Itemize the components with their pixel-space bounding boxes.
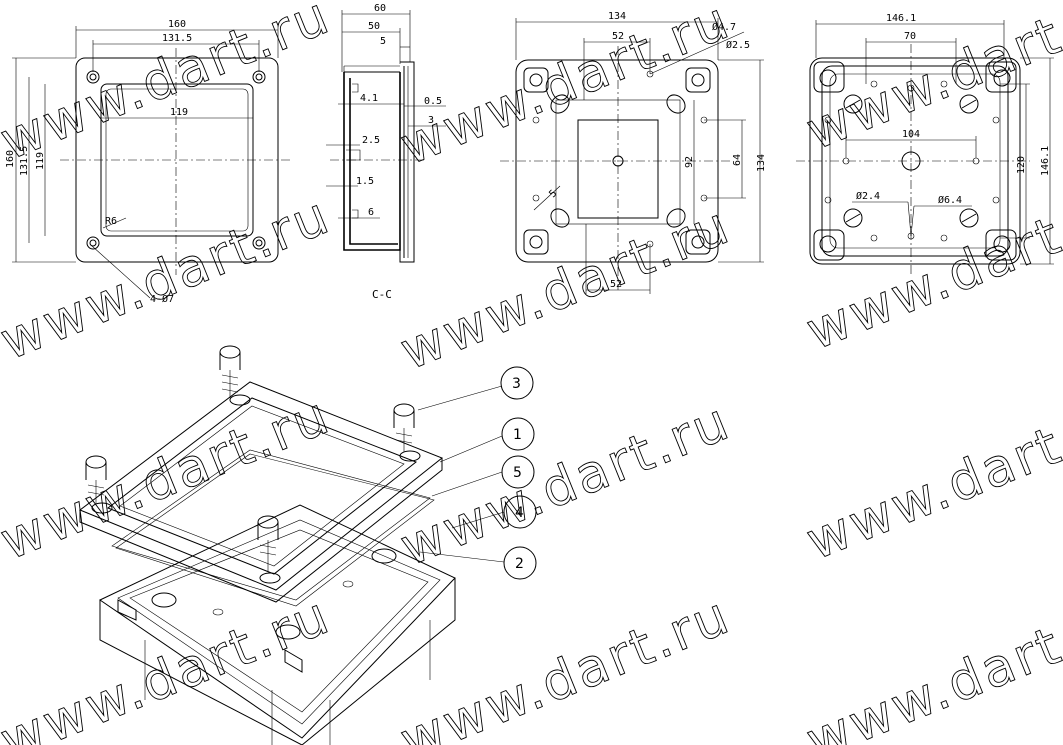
interior-view: 146.1 70 104 120 146.1 Ø2.4 Ø6.4 [796, 13, 1054, 275]
dim-lid-height-outer: 160 [5, 150, 16, 168]
dim-lid-height-window: 119 [35, 152, 46, 170]
balloon-2-label: 2 [515, 556, 524, 572]
base-slots [550, 94, 686, 228]
watermark-10: www.dart.ru [0, 585, 339, 745]
dim-section-d5: 1.5 [356, 176, 374, 187]
exploded-isometric-view: 3 1 5 4 2 [78, 345, 537, 745]
section-title: C-C [372, 288, 392, 301]
balloon-1-label: 1 [513, 427, 522, 443]
balloon-1 [501, 417, 535, 451]
dim-section-lid: 5 [380, 36, 386, 47]
front-view-lid: 160 131.5 119 160 131.5 119 R6 4-Ø7 [5, 19, 292, 305]
dim-base-h-pitch: 64 [732, 154, 743, 166]
dim-lid-hole-size: 4-Ø7 [150, 293, 174, 305]
balloon-5 [501, 455, 535, 489]
watermark-4: www.dart.ru [0, 185, 339, 372]
dim-lid-width-holes: 131.5 [162, 33, 192, 44]
callout-balloons: 3 1 5 4 2 [417, 366, 537, 580]
dim-lid-width-outer: 160 [168, 19, 186, 30]
watermark-5: www.dart.ru [392, 195, 739, 382]
dim-section-d2: 0.5 [424, 96, 442, 107]
dim-section-depth-body: 50 [368, 21, 380, 32]
balloon-3 [500, 366, 534, 400]
dim-interior-width: 146.1 [886, 13, 916, 24]
lid-screw-holes [86, 70, 266, 250]
watermark-6: www.dart.ru [798, 175, 1063, 362]
dim-section-d6: 6 [368, 207, 374, 218]
dim-lid-radius: R6 [105, 216, 117, 227]
dim-base-height: 134 [756, 154, 767, 172]
lid [78, 381, 443, 603]
dim-lid-height-holes: 131.5 [19, 146, 30, 176]
watermark-2: www.dart.ru [392, 0, 739, 177]
watermark-7: www.dart.ru [0, 385, 339, 572]
watermark-8: www.dart.ru [392, 391, 739, 578]
balloon-2 [503, 546, 537, 580]
balloon-5-label: 5 [513, 465, 522, 481]
base-view: 134 52 Ø4.7 Ø2.5 134 92 64 5 52 [500, 11, 767, 294]
dim-base-slot: Ø2.5 [726, 39, 750, 51]
balloon-4 [503, 495, 537, 529]
dim-interior-height: 146.1 [1040, 146, 1051, 176]
dim-base-inner: 52 [612, 31, 624, 42]
box-body [98, 504, 456, 745]
dim-section-d3: 3 [428, 115, 434, 126]
watermark-9: www.dart.ru [798, 385, 1063, 572]
balloon-3-label: 3 [512, 376, 521, 392]
dim-interior-hole-large: Ø6.4 [938, 194, 962, 206]
dim-section-d4: 2.5 [362, 135, 380, 146]
watermark-12: www.dart.ru [798, 585, 1063, 745]
dim-interior-top-pitch: 70 [904, 31, 916, 42]
section-view: 60 50 5 4.1 0.5 3 2.5 1.5 6 C-C [326, 3, 446, 301]
lid-screws [85, 345, 415, 572]
dim-base-width: 134 [608, 11, 626, 22]
interior-small-holes [824, 80, 1000, 242]
dim-section-d1: 4.1 [360, 93, 378, 104]
dim-interior-mid-pitch: 104 [902, 129, 920, 140]
interior-bosses [843, 94, 979, 228]
dim-base-hole: Ø4.7 [712, 21, 736, 33]
dim-base-h-inner: 92 [684, 156, 695, 168]
interior-corner-screws [813, 61, 1017, 261]
gasket [111, 449, 435, 607]
balloon-4-label: 4 [515, 505, 524, 521]
watermark-3: www.dart.ru [798, 0, 1063, 162]
dim-lid-width-window: 119 [170, 107, 188, 118]
dim-base-slot-w: 5 [547, 188, 559, 200]
dim-base-bottom: 52 [610, 279, 622, 290]
dim-interior-hole-small: Ø2.4 [856, 190, 880, 202]
watermark-11: www.dart.ru [392, 585, 739, 745]
dim-section-depth-total: 60 [374, 3, 386, 14]
dim-interior-height-pitch: 120 [1016, 156, 1027, 174]
base-corner-pockets [523, 67, 711, 255]
